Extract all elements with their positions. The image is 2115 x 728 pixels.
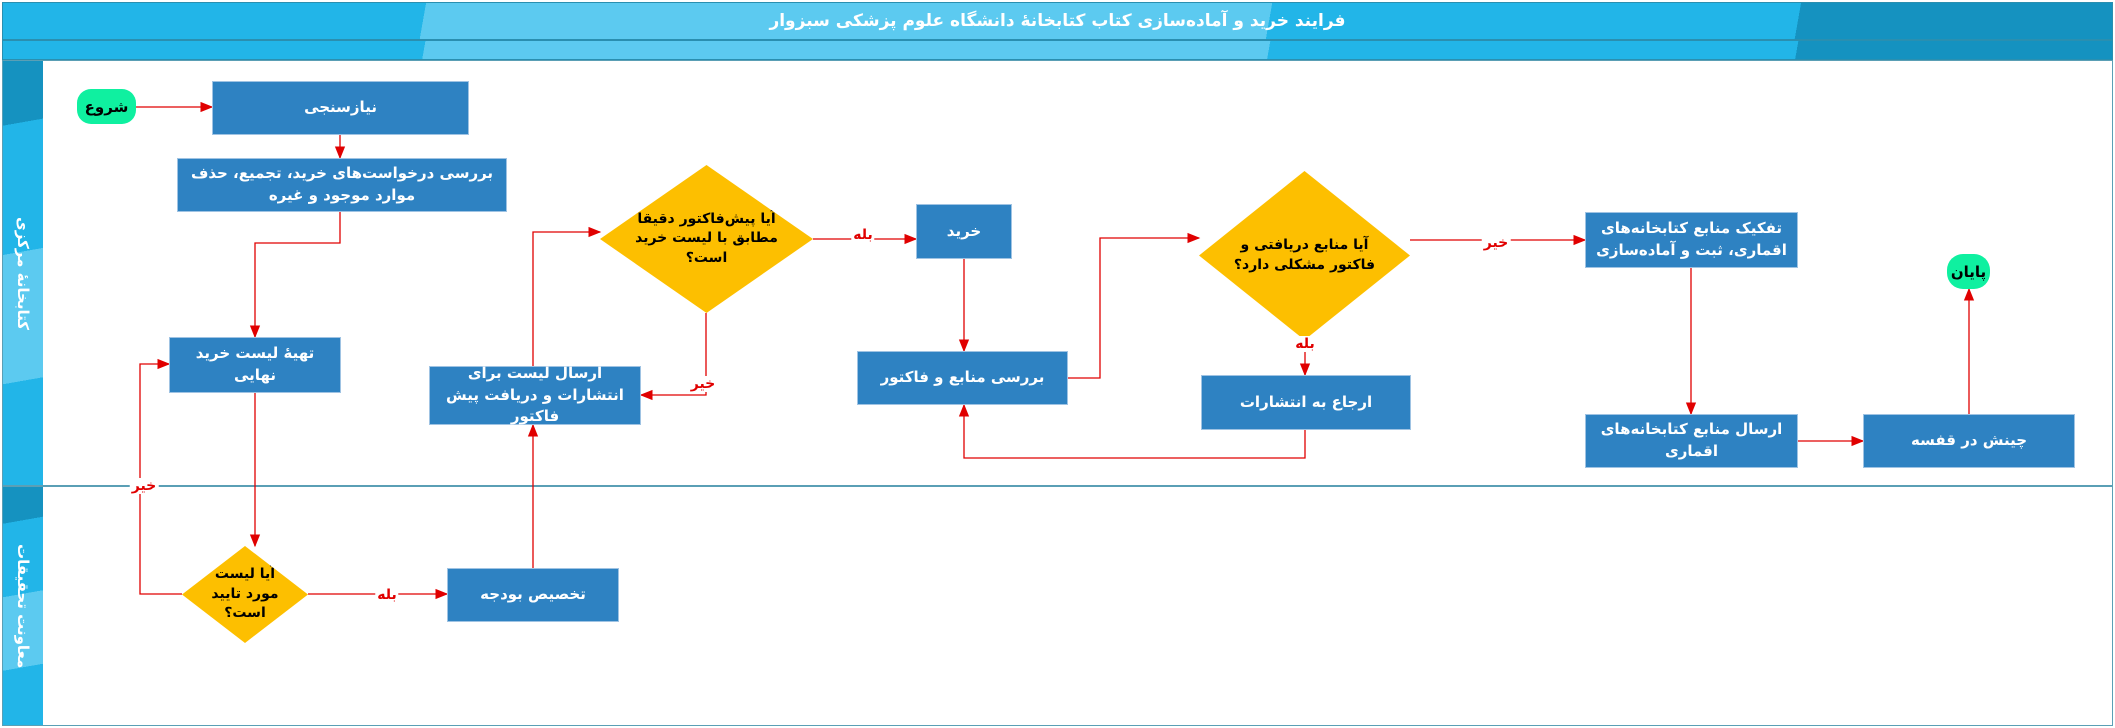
lane-label-text: کتابخانهٔ مرکزی xyxy=(14,216,32,330)
separate-register-box: تفکیک منابع کتابخانه‌های اقماری، ثبت و آ… xyxy=(1585,212,1798,268)
review-requests-box: بررسی درخواست‌های خرید، تجمیع، حذف موارد… xyxy=(177,158,507,212)
lane-label-research-deputy: معاونت تحقیقات xyxy=(3,487,43,725)
edge-check-problem xyxy=(1068,232,1201,379)
edge-label-yes: بله xyxy=(851,227,875,243)
lane-label-central-library: کتابخانهٔ مرکزی xyxy=(3,61,43,485)
start-terminal: شروع xyxy=(77,89,136,124)
needs-assessment-box: نیازسنجی xyxy=(212,81,469,135)
lane-label-text: معاونت تحقیقات xyxy=(14,543,32,669)
edge-label-no: خیر xyxy=(129,478,159,494)
edge-sendlist-match xyxy=(532,226,602,366)
buy-box: خرید xyxy=(916,204,1012,259)
send-list-box: ارسال لیست برای انتشارات و دریافت پیش فا… xyxy=(429,364,641,425)
shelving-box: چینش در قفسه xyxy=(1863,414,2075,468)
check-resources-box: بررسی منابع و فاکتور xyxy=(857,351,1068,405)
header-strip xyxy=(2,40,2113,60)
budget-box: تخصیص بودجه xyxy=(447,568,619,622)
edge-review-finallist xyxy=(249,212,341,339)
lane-research-deputy xyxy=(2,486,2113,726)
send-satellite-box: ارسال منابع کتابخانه‌های اقماری xyxy=(1585,414,1798,468)
edge-label-yes: بله xyxy=(375,587,399,603)
return-publisher-box: ارجاع به انتشارات xyxy=(1201,375,1411,430)
edge-match-no xyxy=(639,313,707,401)
edge-label-no: خیر xyxy=(688,376,718,392)
diagram-title: فرایند خرید و آماده‌سازی کتاب کتابخانهٔ … xyxy=(2,2,2113,40)
end-terminal: پایان xyxy=(1947,254,1990,289)
edge-label-no: خیر xyxy=(1481,235,1511,251)
edge-label-yes: بله xyxy=(1293,336,1317,352)
final-list-box: تهیهٔ لیست خرید نهایی xyxy=(169,337,341,393)
edge-return-check xyxy=(958,403,1306,459)
